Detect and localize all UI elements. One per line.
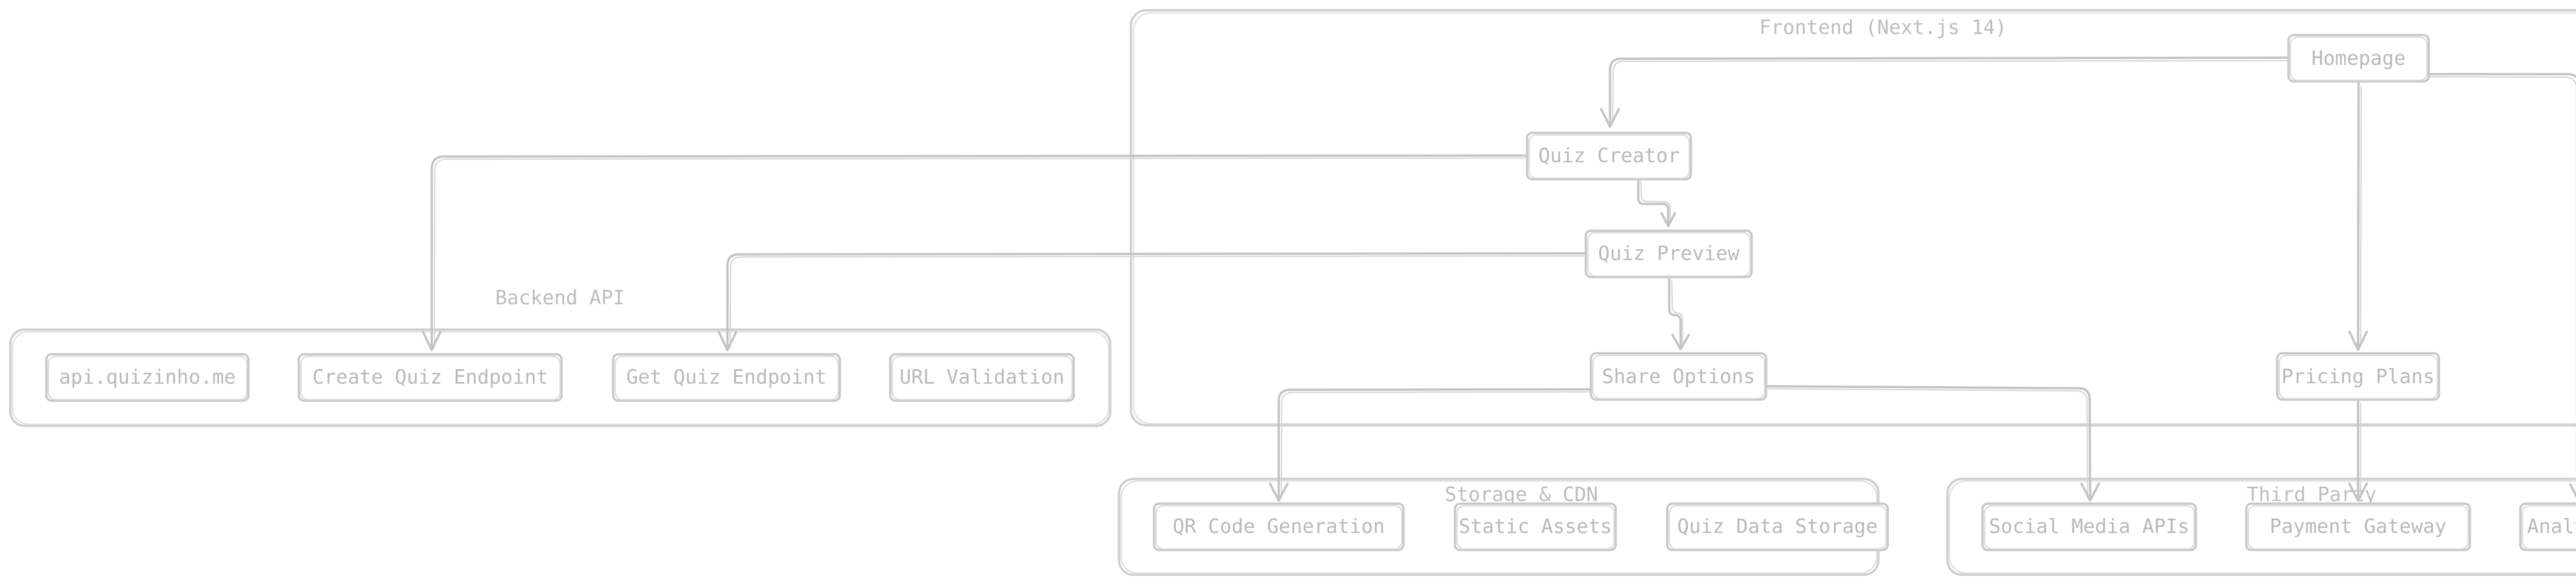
node-qr-code-generation-label: QR Code Generation: [1173, 515, 1385, 538]
node-url-validation-label: URL Validation: [900, 366, 1064, 388]
edge-homepage-to-pricing-plans: [2348, 82, 2368, 351]
group-third-party: Third Party: [1946, 477, 2576, 576]
group-frontend: Frontend (Next.js 14): [1129, 9, 2576, 427]
group-frontend-label: Frontend (Next.js 14): [1759, 16, 2007, 39]
node-create-quiz-endpoint-label: Create Quiz Endpoint: [312, 366, 548, 388]
node-analytics[interactable]: Analytics: [2519, 502, 2576, 552]
node-get-quiz-endpoint[interactable]: Get Quiz Endpoint: [612, 353, 841, 402]
edge-homepage-to-quiz-creator: [1600, 56, 2290, 128]
node-api-domain[interactable]: api.quizinho.me: [45, 353, 250, 402]
group-backend-api-frame-sketch: [11, 331, 1110, 425]
group-backend-api-label: Backend API: [495, 286, 625, 309]
node-static-assets[interactable]: Static Assets: [1453, 502, 1617, 552]
node-quiz-creator[interactable]: Quiz Creator: [1526, 131, 1692, 181]
group-frontend-frame-sketch: [1132, 12, 2576, 425]
group-third-party-frame: [1946, 477, 2576, 576]
node-quiz-preview[interactable]: Quiz Preview: [1584, 229, 1753, 279]
group-third-party-frame-sketch: [1948, 480, 2576, 574]
node-quiz-data-storage[interactable]: Quiz Data Storage: [1666, 502, 1889, 552]
edge-quiz-creator-to-quiz-preview: [1637, 179, 1676, 228]
group-frontend-frame: [1129, 9, 2576, 427]
edges: [421, 56, 2576, 502]
node-analytics-label: Analytics: [2527, 515, 2576, 538]
node-homepage[interactable]: Homepage: [2287, 33, 2430, 83]
node-quiz-creator-label: Quiz Creator: [1538, 144, 1680, 167]
node-create-quiz-endpoint[interactable]: Create Quiz Endpoint: [297, 353, 563, 402]
edge-pricing-plans-to-payment-gateway: [2348, 400, 2368, 502]
node-social-media-apis-label: Social Media APIs: [1989, 515, 2190, 538]
group-backend-api: Backend API: [9, 286, 1112, 427]
nodes: Homepage Quiz Creator Quiz Preview Share…: [45, 33, 2576, 552]
edge-share-options-to-social-media-apis: [1767, 385, 2100, 502]
edge-quiz-creator-to-create-quiz-endpoint: [421, 154, 1529, 352]
node-url-validation[interactable]: URL Validation: [889, 353, 1075, 402]
edge-quiz-preview-to-get-quiz-endpoint: [717, 252, 1587, 352]
node-quiz-preview-label: Quiz Preview: [1598, 242, 1740, 265]
node-pricing-plans-label: Pricing Plans: [2281, 365, 2434, 388]
node-social-media-apis[interactable]: Social Media APIs: [1981, 502, 2197, 552]
node-pricing-plans[interactable]: Pricing Plans: [2276, 352, 2441, 401]
group-backend-api-frame: [9, 328, 1112, 427]
node-static-assets-label: Static Assets: [1459, 515, 1612, 538]
edge-quiz-preview-to-share-options: [1668, 278, 1690, 351]
node-payment-gateway[interactable]: Payment Gateway: [2245, 502, 2471, 552]
node-share-options-label: Share Options: [1602, 365, 1755, 388]
group-storage-cdn-label: Storage & CDN: [1445, 483, 1598, 506]
node-api-domain-label: api.quizinho.me: [59, 366, 235, 388]
node-homepage-label: Homepage: [2311, 47, 2405, 70]
edge-homepage-to-analytics: [2428, 73, 2576, 499]
node-qr-code-generation[interactable]: QR Code Generation: [1153, 502, 1405, 552]
edge-share-options-to-qr-code-generation: [1268, 388, 1592, 502]
node-get-quiz-endpoint-label: Get Quiz Endpoint: [626, 366, 827, 388]
node-share-options[interactable]: Share Options: [1589, 352, 1768, 401]
node-payment-gateway-label: Payment Gateway: [2269, 515, 2446, 538]
node-quiz-data-storage-label: Quiz Data Storage: [1677, 515, 1878, 538]
